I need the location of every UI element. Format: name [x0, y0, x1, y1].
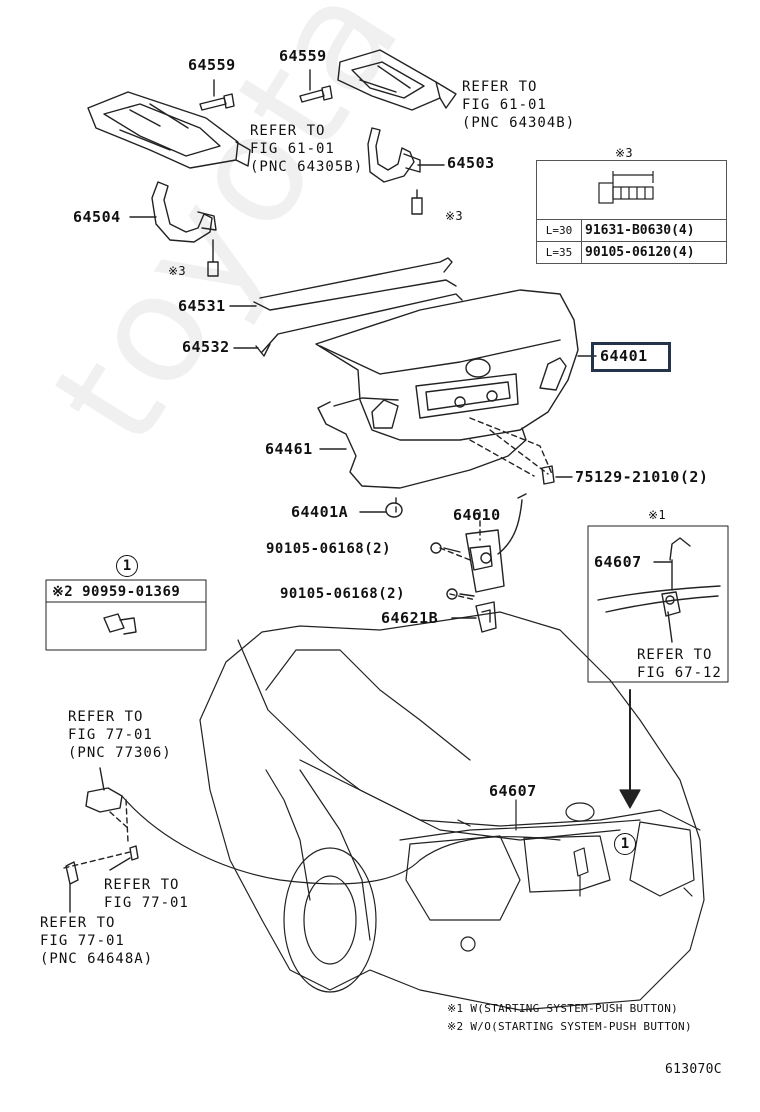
torsion-bar-64531: [229, 257, 457, 311]
bolt-icon: [598, 171, 654, 204]
hinge-64503: [367, 127, 445, 215]
part-label-64621b: 64621B: [381, 609, 439, 627]
bolt-length: L=35: [537, 242, 582, 264]
footnote-2: ※2 W/O(STARTING SYSTEM-PUSH BUTTON): [447, 1020, 692, 1033]
torsion-bar-64532: [233, 293, 463, 357]
opener-switch: [65, 767, 139, 913]
part-label-64607-main: 64607: [489, 782, 537, 800]
refer-fig-61-01-left: REFER TO FIG 61-01 (PNC 64305B): [250, 123, 364, 175]
callout-switch: [103, 613, 137, 635]
part-label-64504: 64504: [73, 208, 121, 226]
inset-box: [587, 525, 729, 683]
bolt-64559-left: [199, 79, 235, 111]
part-label-64401a: 64401A: [291, 503, 349, 521]
cover-75129: [541, 465, 573, 485]
part-label-64461: 64461: [265, 440, 313, 458]
part-label-64559-top: 64559: [279, 47, 327, 65]
bolt-part-number: 90105-06120(4): [585, 245, 695, 260]
part-label-90105-a: 90105-06168(2): [266, 541, 392, 557]
hinge-64504: [129, 181, 219, 277]
part-label-64531: 64531: [178, 297, 226, 315]
lock-64610: [430, 493, 527, 600]
hinge-support-left: [87, 91, 251, 169]
bolt-table-mark: ※3: [615, 146, 633, 160]
part-label-64559-left: 64559: [188, 56, 236, 74]
car-body: [121, 611, 705, 1011]
trunk-lid-64401: [315, 289, 597, 441]
part-label-90105-b: 90105-06168(2): [280, 586, 406, 602]
bolt-table-row: L=30 91631-B0630(4): [537, 219, 726, 242]
weatherstrip-64461: [317, 397, 527, 489]
hinge-support-right: [337, 49, 457, 111]
inset-mark: ※1: [648, 508, 666, 522]
part-label-64401: 64401: [600, 347, 648, 365]
refer-fig-61-01-right: REFER TO FIG 61-01 (PNC 64304B): [462, 79, 576, 131]
callout-number: 1: [116, 555, 138, 577]
figure-id: 613070C: [665, 1062, 722, 1077]
footnote-1: ※1 W(STARTING SYSTEM-PUSH BUTTON): [447, 1002, 679, 1015]
mark-3-hinge-right: ※3: [445, 209, 463, 223]
refer-fig-77-01-top: REFER TO FIG 77-01 (PNC 77306): [68, 709, 172, 761]
mark-3-hinge-left: ※3: [168, 264, 186, 278]
striker-64621b: [451, 601, 497, 633]
part-label-64610: 64610: [453, 506, 501, 524]
part-label-64532: 64532: [182, 338, 230, 356]
part-label-64607-inset: 64607: [594, 553, 642, 571]
car-callout-number: 1: [614, 833, 636, 855]
highlight-box-64401: [591, 342, 671, 372]
refer-fig-77-01-mid: REFER TO FIG 77-01: [104, 877, 189, 911]
inset-switch: [597, 537, 721, 643]
dashed-guides: [63, 417, 553, 869]
bolt-table: L=30 91631-B0630(4) L=35 90105-06120(4): [536, 160, 727, 264]
bolt-part-number: 91631-B0630(4): [585, 223, 695, 238]
bolt-table-row: L=35 90105-06120(4): [537, 241, 726, 264]
callout-box: [45, 579, 207, 651]
refer-fig-67-12: REFER TO FIG 67-12: [637, 647, 722, 681]
refer-fig-77-01-bottom: REFER TO FIG 77-01 (PNC 64648A): [40, 915, 154, 967]
bolt-length: L=30: [537, 220, 582, 242]
callout-part-number: ※2 90959-01369: [52, 584, 181, 600]
bolt-64559-top: [299, 69, 333, 103]
part-label-64503: 64503: [447, 154, 495, 172]
part-label-75129: 75129-21010(2): [575, 468, 709, 486]
cushion-64401a: [359, 502, 403, 518]
